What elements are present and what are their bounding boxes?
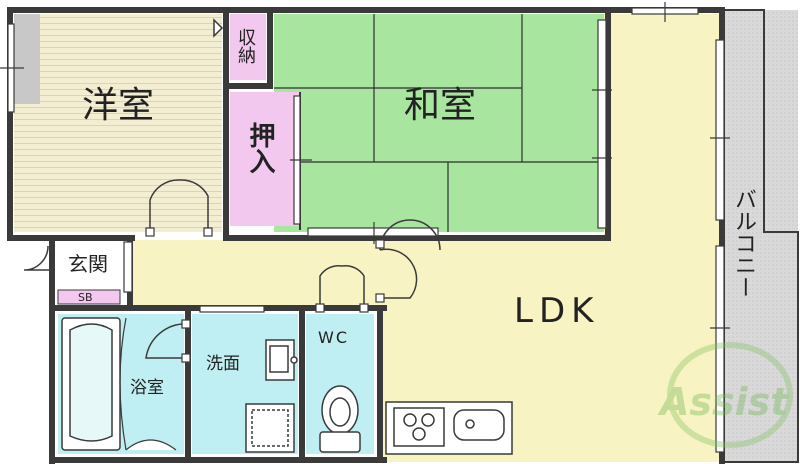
doors [23, 18, 441, 359]
ldk-floor [132, 14, 722, 462]
tatami-lines [274, 14, 604, 232]
youshitsu-floor [14, 14, 222, 232]
bath-drain [125, 439, 177, 451]
label-youshitsu: 洋室 [82, 85, 155, 126]
label-sb: SB [78, 291, 93, 304]
door-posts [123, 227, 385, 363]
washing-machine [245, 403, 295, 453]
sb-box [57, 289, 121, 305]
window-ticks [0, 2, 730, 329]
balcony-inner [764, 232, 798, 462]
bathtub [61, 317, 121, 451]
kitchen-sink [453, 409, 505, 441]
balcony-outline [722, 9, 799, 463]
youshitsu-closet-shade [14, 14, 40, 104]
washbasin [265, 339, 298, 381]
toilet [319, 385, 361, 453]
label-balcony: バルコニー [731, 188, 756, 298]
genkan-floor [58, 240, 130, 290]
bath-door-arc [119, 317, 127, 451]
label-yokushitsu: 浴室 [130, 378, 164, 398]
label-ldk: LDK [514, 291, 600, 331]
watermark-logo: Assist [657, 342, 793, 448]
label-oshiire: 押入 [245, 122, 275, 174]
label-genkan: 玄関 [68, 252, 108, 276]
label-senmen: 洗面 [206, 354, 240, 374]
label-shuno: 収納 [235, 28, 256, 64]
label-wc: WC [318, 328, 349, 347]
stove [393, 407, 445, 447]
watermark-text: Assist [657, 380, 790, 424]
label-washitsu: 和室 [404, 85, 477, 126]
oshiire-overlay [230, 92, 300, 226]
shuno-closet [230, 14, 266, 80]
washitsu-floor [274, 14, 604, 232]
